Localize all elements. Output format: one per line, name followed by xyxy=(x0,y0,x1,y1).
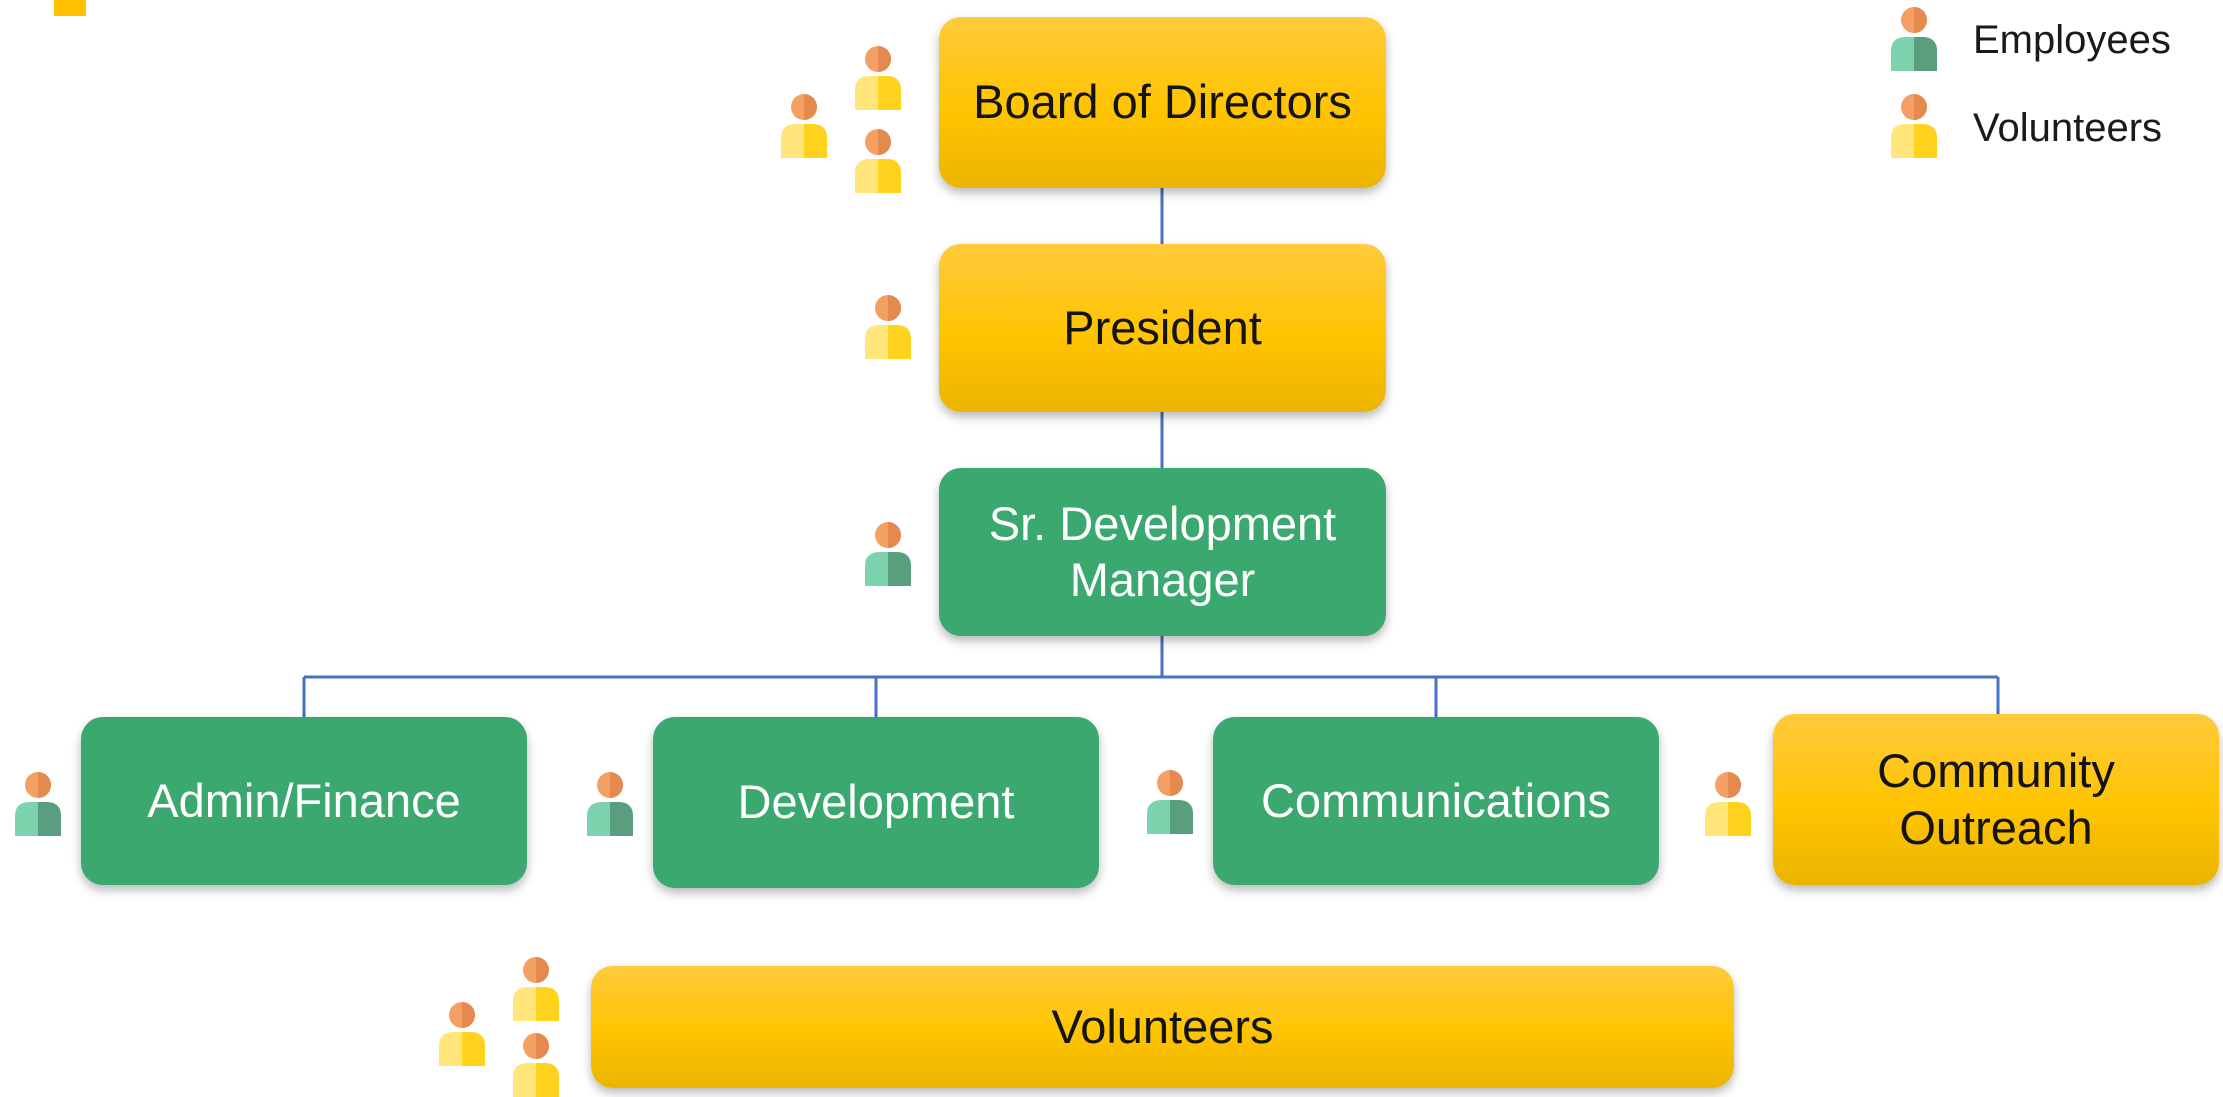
node-sr-development-manager[interactable]: Sr. Development Manager xyxy=(939,468,1386,636)
node-community-outreach[interactable]: Community Outreach xyxy=(1773,714,2219,885)
volunteer-icon xyxy=(776,92,832,158)
employee-icon xyxy=(1142,768,1198,834)
employee-icon xyxy=(860,520,916,586)
volunteer-icon xyxy=(1700,770,1756,836)
node-development[interactable]: Development xyxy=(653,717,1099,888)
volunteer-icon xyxy=(850,44,906,110)
node-admin-finance[interactable]: Admin/Finance xyxy=(81,717,527,885)
node-volunteers[interactable]: Volunteers xyxy=(591,966,1734,1088)
legend-employees-label: Employees xyxy=(1973,18,2171,62)
corner-accent xyxy=(54,0,86,16)
employee-icon xyxy=(10,770,66,836)
volunteer-icon xyxy=(434,1000,490,1066)
volunteer-icon xyxy=(860,293,916,359)
employee-icon xyxy=(582,770,638,836)
legend-employee-icon xyxy=(1886,5,1942,71)
node-board-of-directors[interactable]: Board of Directors xyxy=(939,17,1386,188)
node-president[interactable]: President xyxy=(939,244,1386,412)
legend-volunteers-label: Volunteers xyxy=(1973,106,2163,150)
volunteer-icon xyxy=(850,127,906,193)
volunteer-icon xyxy=(508,1031,564,1097)
volunteer-icon xyxy=(508,955,564,1021)
node-communications[interactable]: Communications xyxy=(1213,717,1659,885)
legend-volunteer-icon xyxy=(1886,92,1942,158)
